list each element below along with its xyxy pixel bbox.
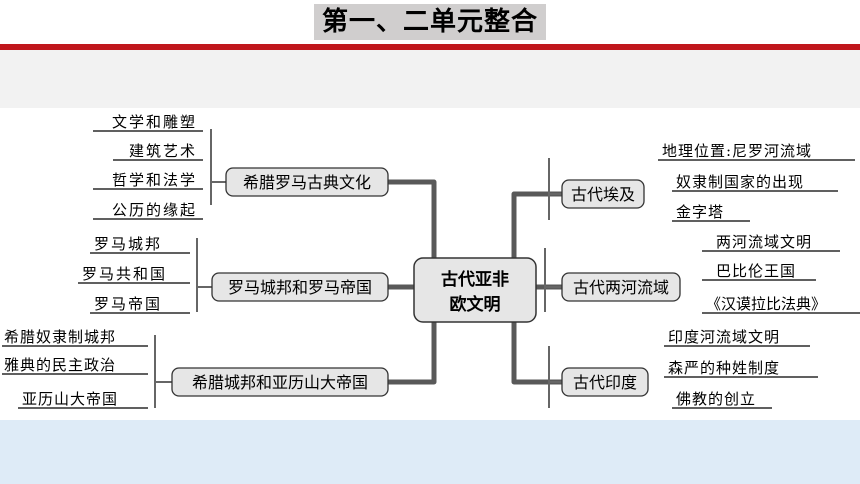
leaf-items: 文学和雕塑 建筑艺术 哲学和法学 公历的缘起 罗马城邦 罗马共和国 罗马帝国 希… — [4, 113, 826, 408]
leaf-item: 文学和雕塑 — [112, 113, 197, 131]
leaf-item: 巴比伦王国 — [716, 262, 796, 280]
center-node-line1: 古代亚非 — [441, 269, 509, 290]
branch-box — [561, 179, 645, 209]
header: 第一、二单元整合 — [0, 0, 860, 44]
mindmap: 古代亚非 欧文明 希腊罗马古典文化 罗马城邦和罗马帝国 希腊城邦和亚历山大帝国 … — [2, 113, 860, 409]
leaf-item: 哲学和法学 — [112, 171, 197, 189]
branch-box — [211, 272, 389, 302]
branch-label: 古代印度 — [573, 373, 637, 392]
leaf-item: 亚历山大帝国 — [22, 390, 118, 408]
item-underlines — [2, 130, 860, 409]
bracket-egypt — [548, 158, 562, 220]
branch-label: 希腊城邦和亚历山大帝国 — [192, 373, 368, 392]
leaf-item: 雅典的民主政治 — [4, 356, 116, 374]
branch-label: 古代两河流域 — [573, 278, 669, 297]
center-node: 古代亚非 欧文明 — [413, 257, 537, 323]
center-node-box — [413, 257, 537, 323]
title-underline — [0, 44, 860, 50]
branch-label: 罗马城邦和罗马帝国 — [228, 278, 372, 297]
connector-left-top — [385, 179, 437, 261]
top-band — [0, 50, 860, 108]
branch-label: 希腊罗马古典文化 — [243, 173, 371, 192]
leaf-item: 森严的种姓制度 — [668, 359, 780, 377]
leaf-item: 金字塔 — [676, 203, 724, 221]
branch-box — [561, 272, 681, 302]
leaf-item: 佛教的创立 — [676, 390, 756, 408]
bracket-roman — [196, 238, 212, 312]
center-node-line2: 欧文明 — [450, 294, 501, 315]
mindmap-area: 古代亚非 欧文明 希腊罗马古典文化 罗马城邦和罗马帝国 希腊城邦和亚历山大帝国 … — [0, 108, 860, 420]
branch-roman-city-empire: 罗马城邦和罗马帝国 — [211, 272, 389, 302]
branch-greek-city-alexander: 希腊城邦和亚历山大帝国 — [171, 367, 389, 397]
leaf-item: 奴隶制国家的出现 — [676, 173, 804, 191]
branch-box — [225, 167, 389, 197]
connector-right-top — [511, 191, 565, 261]
branch-mesopotamia: 古代两河流域 — [561, 272, 681, 302]
bottom-band — [0, 420, 860, 484]
branch-ancient-egypt: 古代埃及 — [561, 179, 645, 209]
branch-box — [561, 367, 649, 397]
page-title: 第一、二单元整合 — [314, 4, 546, 40]
leaf-item: 《汉谟拉比法典》 — [706, 295, 826, 313]
bracket-greek-city — [154, 335, 172, 408]
leaf-item: 地理位置:尼罗河流域 — [662, 142, 812, 160]
sub-connectors — [154, 129, 562, 408]
leaf-item: 建筑艺术 — [129, 142, 197, 160]
bracket-greek-roman-culture — [210, 129, 226, 205]
leaf-item: 印度河流域文明 — [668, 328, 780, 346]
bracket-mesopotamia — [544, 248, 562, 312]
leaf-item: 希腊奴隶制城邦 — [4, 328, 116, 346]
leaf-item: 罗马城邦 — [94, 235, 162, 253]
bracket-india — [548, 346, 562, 408]
connector-left-bottom — [385, 318, 437, 385]
branch-label: 古代埃及 — [571, 185, 635, 204]
connector-right-bottom — [511, 318, 565, 385]
branch-ancient-india: 古代印度 — [561, 367, 649, 397]
branch-box — [171, 367, 389, 397]
leaf-item: 罗马帝国 — [94, 295, 162, 313]
branch-greek-roman-culture: 希腊罗马古典文化 — [225, 167, 389, 197]
leaf-item: 两河流域文明 — [716, 233, 812, 251]
leaf-item: 罗马共和国 — [82, 265, 167, 283]
leaf-item: 公历的缘起 — [112, 201, 197, 219]
